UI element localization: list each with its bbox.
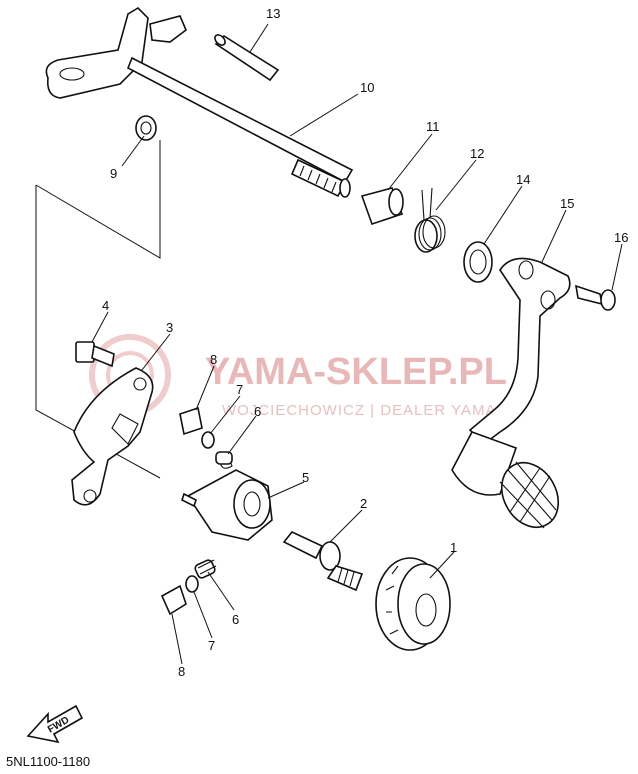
spring-upper: [215, 451, 233, 469]
callouts: 13 10 9 11 12 14 15 16 4 3 8 7 6 5 2 1 6…: [102, 6, 628, 679]
callout-3: 3: [166, 320, 173, 335]
callout-4: 4: [102, 298, 109, 313]
callout-10: 10: [360, 80, 374, 95]
watermark-title: YAMA-SKLEP.PL: [205, 351, 507, 393]
stopper-lever: [71, 367, 154, 506]
collar: [360, 187, 404, 226]
callout-12: 12: [470, 146, 484, 161]
shift-drum-segment: [375, 557, 451, 651]
callout-14: 14: [516, 172, 530, 187]
pedal-bolt: [574, 284, 616, 311]
callout-16: 16: [614, 230, 628, 245]
torsion-spring: [414, 187, 446, 253]
segment-bolt: [75, 341, 115, 368]
pin: [214, 34, 280, 82]
callout-8-lower: 8: [178, 664, 185, 679]
pawl-lower: [160, 584, 187, 616]
washer: [463, 241, 493, 283]
pin-lower: [185, 575, 199, 593]
callout-2: 2: [360, 496, 367, 511]
callout-8-upper: 8: [210, 352, 217, 367]
shift-arm: [181, 469, 273, 541]
callout-15: 15: [560, 196, 574, 211]
callout-11: 11: [426, 119, 440, 134]
callout-7-upper: 7: [236, 382, 243, 397]
oil-seal: [135, 115, 157, 141]
shift-guide-bolt: [282, 531, 364, 592]
callout-6-lower: 6: [232, 612, 239, 627]
watermark-subtitle: WOJCIECHOWICZ | DEALER YAMAHA: [222, 402, 519, 419]
callout-13: 13: [266, 6, 280, 21]
diagram-code: 5NL1100-1180: [6, 754, 90, 769]
pin-upper: [201, 431, 215, 449]
leader-lines: [91, 23, 623, 665]
guide-line-left: [35, 185, 161, 479]
callout-7-lower: 7: [208, 638, 215, 653]
fwd-arrow: FWD: [26, 704, 84, 744]
callout-6-upper: 6: [254, 404, 261, 419]
shift-shaft: [45, 6, 354, 198]
callout-1: 1: [450, 540, 457, 555]
pawl-upper: [179, 406, 203, 436]
watermark: YAMA-SKLEP.PL WOJCIECHOWICZ | DEALER YAM…: [89, 334, 519, 419]
callout-9: 9: [110, 166, 117, 181]
callout-5: 5: [302, 470, 309, 485]
guide-line-upper: [35, 140, 161, 259]
shift-pedal: [451, 257, 571, 529]
fwd-label: FWD: [46, 715, 71, 736]
spring-lower: [194, 559, 217, 579]
